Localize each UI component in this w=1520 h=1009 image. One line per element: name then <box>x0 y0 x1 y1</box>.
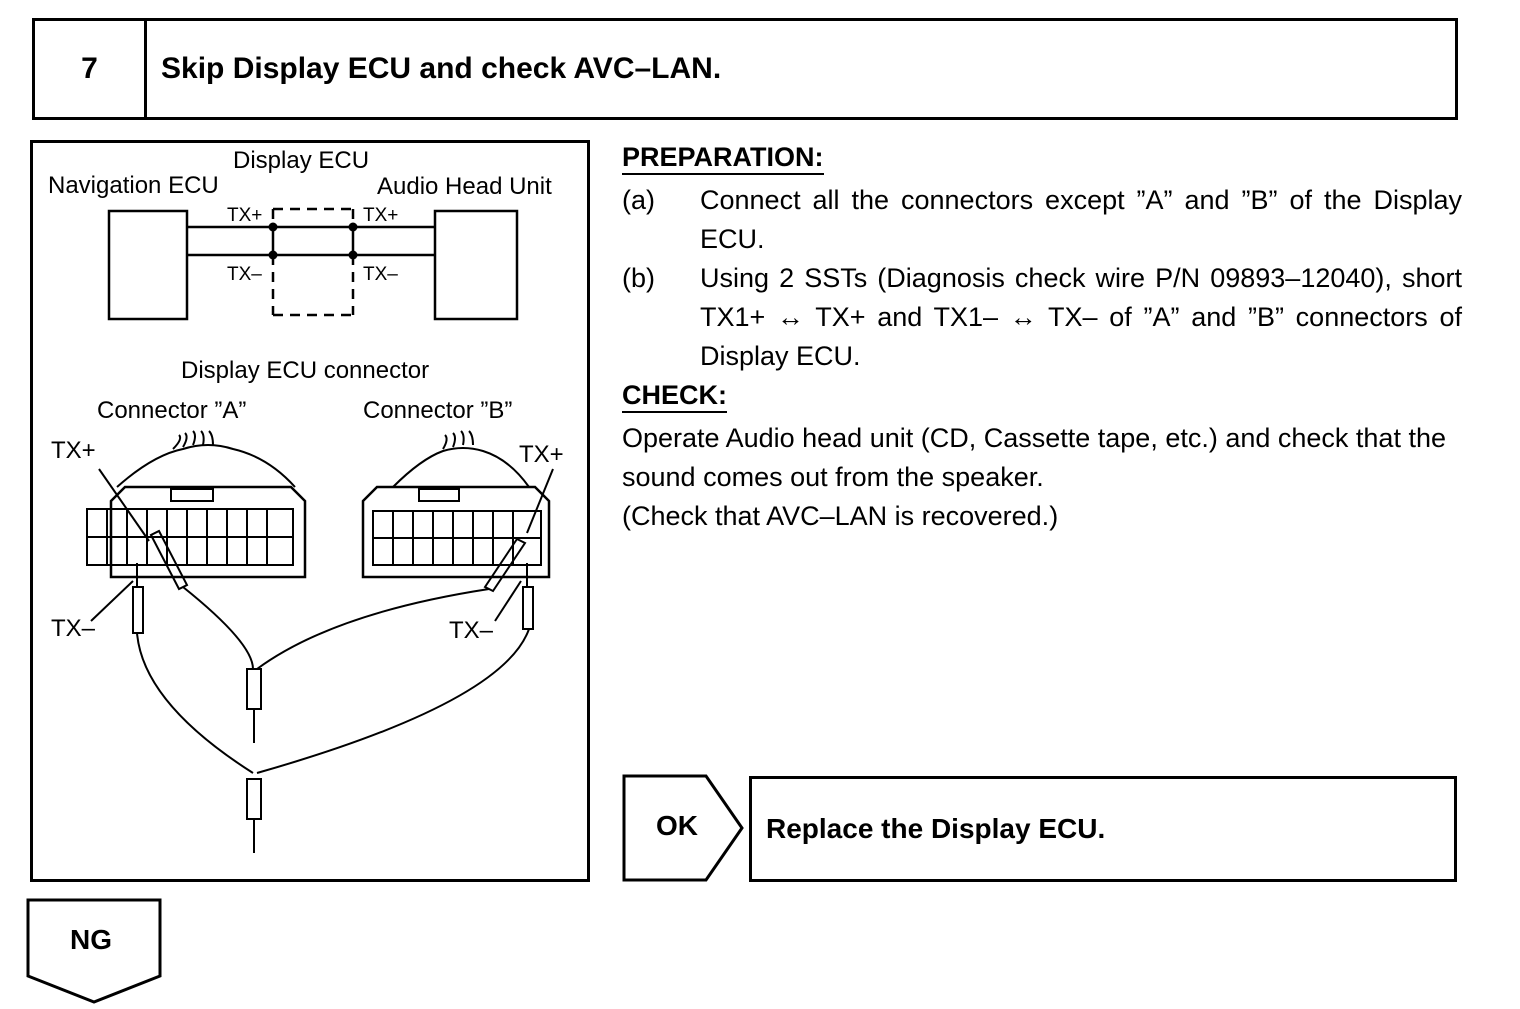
tx-minus-right-label: TX– <box>363 264 398 285</box>
item-text: Connect all the connectors except ”A” an… <box>700 185 1462 254</box>
ok-action-box: Replace the Display ECU. <box>749 776 1457 882</box>
navigation-ecu-box <box>107 209 189 321</box>
check-text: Operate Audio head unit (CD, Cassette ta… <box>622 423 1446 492</box>
connector-b-tx-minus-label: TX– <box>449 617 494 644</box>
connector-a <box>86 430 307 579</box>
wiring-diagram: Display ECU Navigation ECU Audio Head Un… <box>30 140 590 882</box>
item-text: Using 2 SSTs (Diagnosis check wire P/N 0… <box>700 263 1462 371</box>
wiring-diagram-svg <box>86 207 554 853</box>
check-heading: CHECK: <box>622 379 727 413</box>
connector-a-tx-plus-label: TX+ <box>51 437 96 464</box>
tx-plus-right-label: TX+ <box>363 205 399 226</box>
display-ecu-label: Display ECU <box>233 147 370 174</box>
preparation-item: (a) Connect all the connectors except ”A… <box>622 181 1462 259</box>
ok-arrow-shape <box>622 774 744 882</box>
display-ecu-dashed <box>271 207 355 317</box>
probes <box>90 468 554 853</box>
item-marker: (a) <box>622 185 655 215</box>
navigation-ecu-label: Navigation ECU <box>48 172 219 199</box>
connector-b-tx-plus-label: TX+ <box>519 441 564 468</box>
ng-arrow-shape <box>26 898 162 1004</box>
step-number: 7 <box>35 21 147 117</box>
tx-plus-left-label: TX+ <box>227 205 263 226</box>
step-header: 7 Skip Display ECU and check AVC–LAN. <box>32 18 1458 120</box>
ng-label: NG <box>70 924 112 955</box>
connector-b <box>361 430 551 579</box>
step-title: Skip Display ECU and check AVC–LAN. <box>161 52 722 85</box>
connector-a-label: Connector ”A” <box>97 397 247 424</box>
connector-b-label: Connector ”B” <box>363 397 513 424</box>
ng-result-tag: NG <box>26 898 164 1004</box>
connector-title-label: Display ECU connector <box>181 357 430 384</box>
check-note: (Check that AVC–LAN is recovered.) <box>622 501 1059 531</box>
preparation-item: (b) Using 2 SSTs (Diagnosis check wire P… <box>622 259 1462 376</box>
audio-head-unit-label: Audio Head Unit <box>377 173 552 200</box>
ok-result-tag: OK <box>622 774 750 882</box>
tx-minus-left-label: TX– <box>227 264 262 285</box>
instructions: PREPARATION: (a) Connect all the connect… <box>622 138 1462 536</box>
audio-head-unit-box <box>433 209 519 321</box>
item-marker: (b) <box>622 263 655 293</box>
ok-label: OK <box>656 810 698 841</box>
preparation-heading: PREPARATION: <box>622 141 824 175</box>
connector-a-tx-minus-label: TX– <box>51 615 96 642</box>
